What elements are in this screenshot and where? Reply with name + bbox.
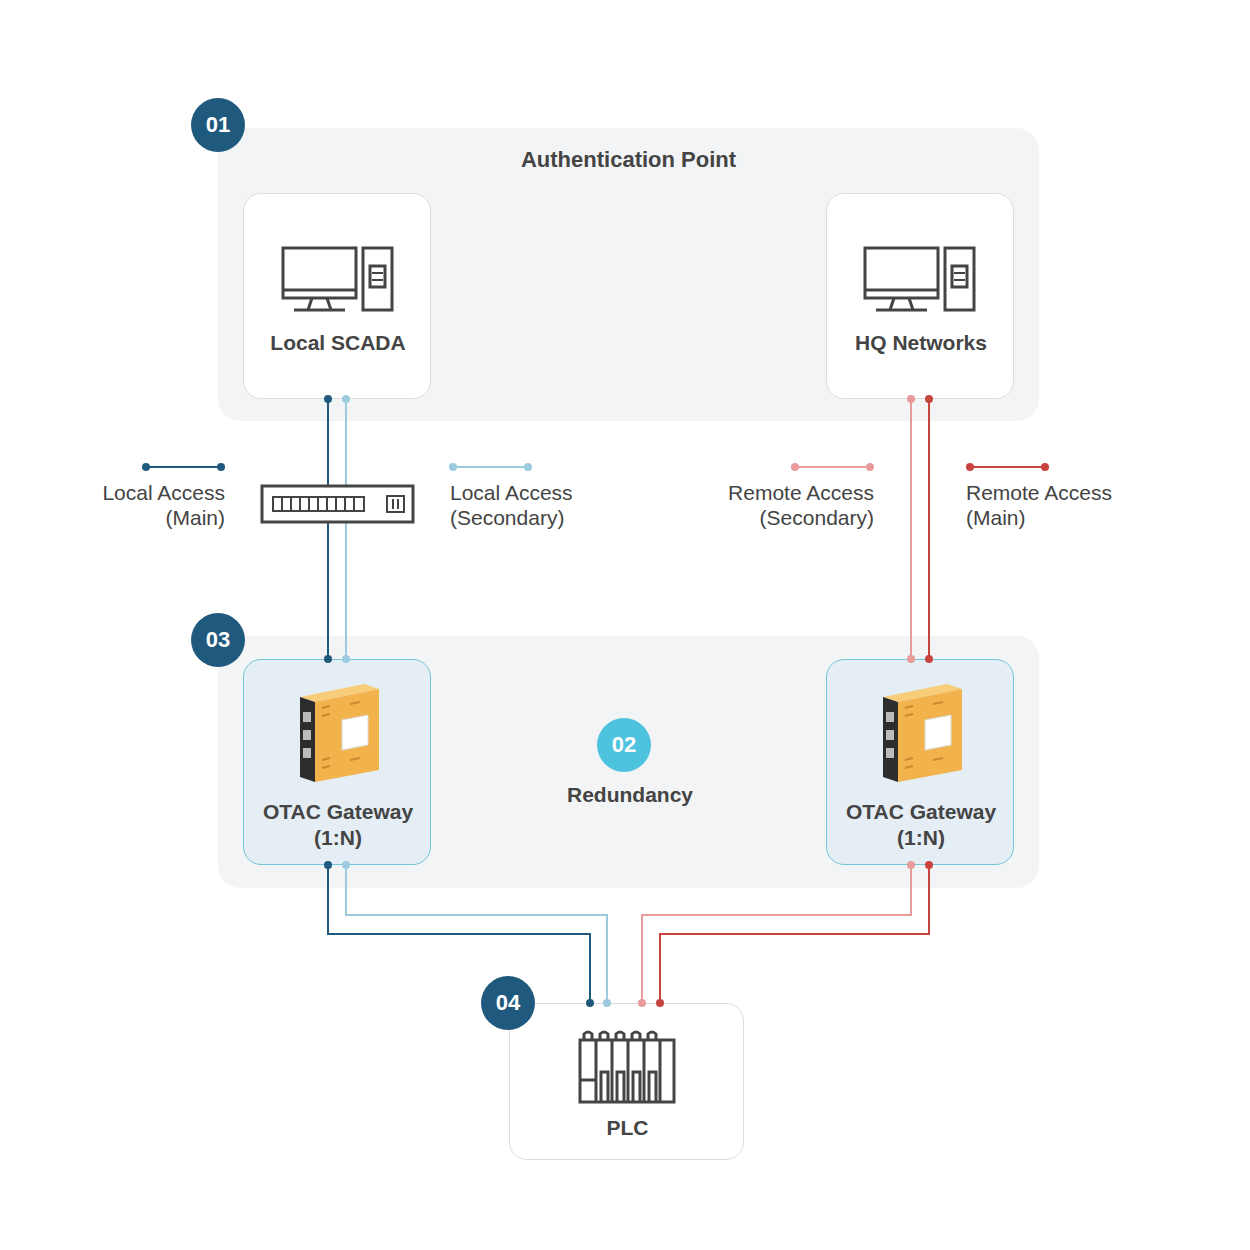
- node-text-wrap: OTAC Gateway (1:N): [837, 799, 1005, 851]
- legend-line: [449, 463, 532, 471]
- callout-number: 04: [481, 976, 535, 1030]
- legend-line-dot: [966, 463, 974, 471]
- node-text-wrap: PLC: [510, 1115, 745, 1141]
- auth-band: Authentication PointLocal SCADA HQ Networ…: [218, 128, 1039, 421]
- node-label: PLC: [510, 1115, 745, 1141]
- gateway-box: OTAC Gateway (1:N): [243, 659, 431, 865]
- legend-line-dot: [791, 463, 799, 471]
- legend-label: Remote Access (Main): [966, 480, 1141, 530]
- callout-number: 01: [191, 98, 245, 152]
- legend-line-dot: [217, 463, 225, 471]
- legend-line: [142, 463, 225, 471]
- node-text-wrap: Authentication Point: [218, 147, 1039, 173]
- legend-line-dot: [449, 463, 457, 471]
- connector-line: [910, 399, 912, 659]
- callout-number: 03: [191, 613, 245, 667]
- system-box: HQ Networks: [826, 193, 1014, 399]
- legend-line-stroke: [146, 466, 221, 468]
- connector-line: [928, 399, 930, 659]
- legend-line-dot: [524, 463, 532, 471]
- connector-line: [327, 399, 329, 659]
- legend-label: Local Access (Secondary): [450, 480, 600, 530]
- system-box: Local SCADA: [243, 193, 431, 399]
- connector-group: [907, 395, 915, 663]
- legend-line-stroke: [795, 466, 870, 468]
- legend-line-stroke: [970, 466, 1045, 468]
- legend-line-dot: [1041, 463, 1049, 471]
- node-label: OTAC Gateway (1:N): [837, 799, 1005, 851]
- legend-line-dot: [866, 463, 874, 471]
- node-label: HQ Networks: [827, 330, 1015, 356]
- legend-line-dot: [142, 463, 150, 471]
- node-label: Authentication Point: [218, 147, 1039, 173]
- node-text-wrap: HQ Networks: [827, 330, 1015, 356]
- node-text-wrap: OTAC Gateway (1:N): [254, 799, 422, 851]
- node-label: OTAC Gateway (1:N): [254, 799, 422, 851]
- legend-line: [791, 463, 874, 471]
- network-switch-symbol: [262, 486, 413, 522]
- connector-line: [345, 399, 347, 659]
- connector-group: [324, 395, 332, 663]
- connector-group: [925, 395, 933, 663]
- legend-label: Remote Access (Secondary): [699, 480, 874, 530]
- gateway-box: OTAC Gateway (1:N): [826, 659, 1014, 865]
- legend-label: Local Access (Main): [85, 480, 225, 530]
- node-text-wrap: Redundancy: [510, 782, 750, 808]
- legend-line-stroke: [453, 466, 528, 468]
- node-label: Redundancy: [510, 782, 750, 808]
- legend-line: [966, 463, 1049, 471]
- callout-number: 02: [597, 718, 651, 772]
- node-text-wrap: Local SCADA: [244, 330, 432, 356]
- plc-box: PLC: [509, 1003, 744, 1160]
- connector-group: [342, 395, 350, 663]
- node-label: Local SCADA: [244, 330, 432, 356]
